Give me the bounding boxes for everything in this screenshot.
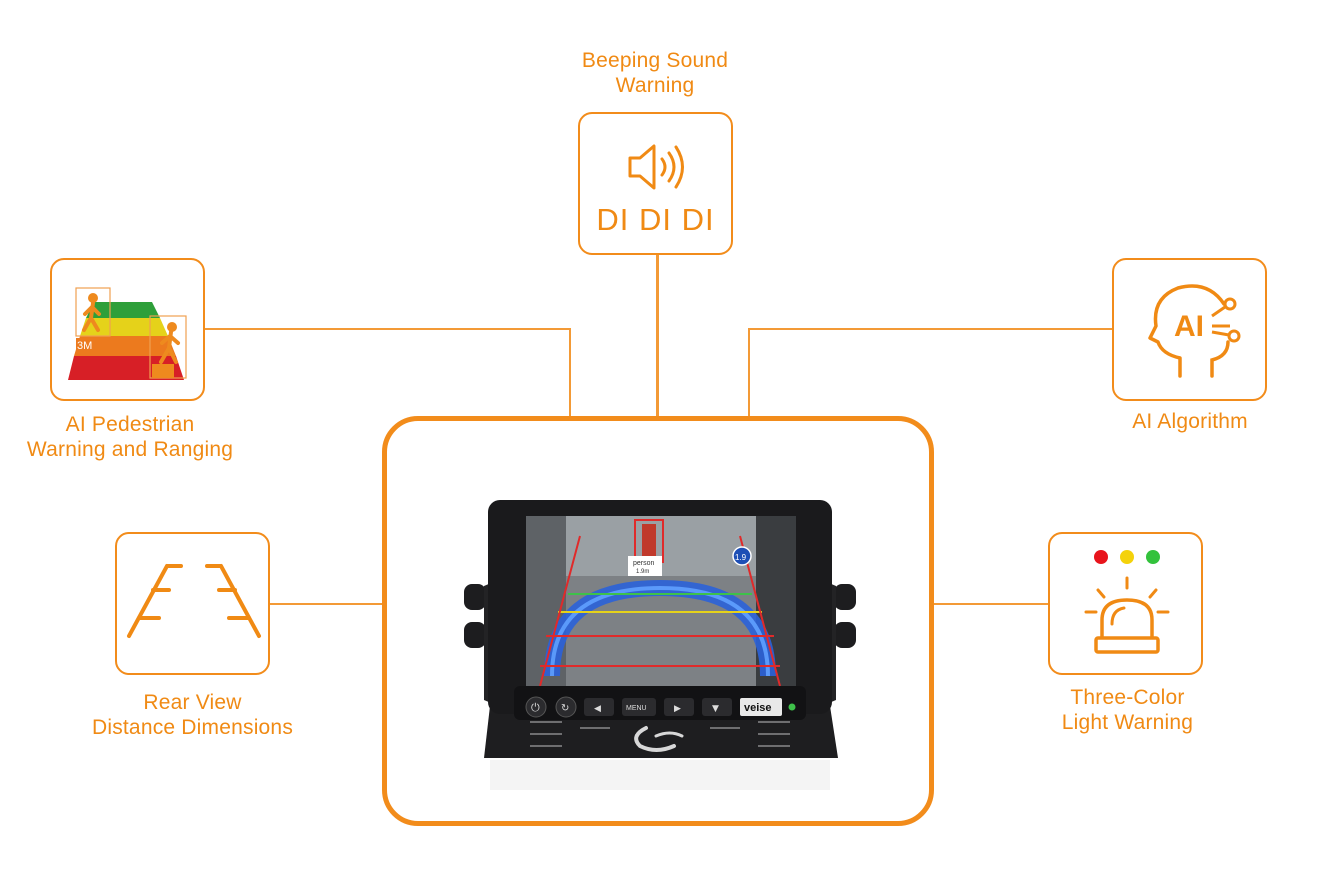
power-icon: ⏻ <box>531 701 540 714</box>
camera-switch-icon: ↻ <box>561 703 569 714</box>
beeping-label: Beeping Sound Warning <box>581 49 729 97</box>
red-light-dot <box>1094 550 1108 564</box>
three-color-label: Three-Color Light Warning <box>1061 686 1194 734</box>
pedestrian-ranging-icon: 3M <box>68 287 187 380</box>
connector-three-color <box>932 603 1048 605</box>
status-led <box>788 703 796 711</box>
algorithm-label: AI Algorithm <box>1132 410 1248 433</box>
rear-view-label: Rear View Distance Dimensions <box>91 691 294 739</box>
svg-text:AI: AI <box>1174 310 1204 343</box>
beacon-light-icon <box>1084 576 1170 654</box>
screen-person-label: person <box>633 560 655 567</box>
algorithm-card: AI <box>1112 258 1267 401</box>
right-arrow-icon: ▶ <box>674 704 681 714</box>
connector-rear-view <box>268 603 384 605</box>
monitor-device: person 1.9m 1.9 ⏻ ↻ ◀ MENU ▶ ▼ veise <box>464 500 856 790</box>
menu-button[interactable] <box>622 698 656 716</box>
yellow-light-dot <box>1120 550 1134 564</box>
down-arrow-icon: ▼ <box>712 704 719 714</box>
camera-switch-button[interactable] <box>555 696 577 718</box>
pedestrian-distance-text: 3M <box>77 340 92 352</box>
connector-algorithm-v <box>748 328 750 418</box>
power-button[interactable] <box>525 696 547 718</box>
green-light-dot <box>1146 550 1160 564</box>
connector-pedestrian-v <box>569 328 571 418</box>
beeping-card: DI DI DI <box>578 112 733 255</box>
screen-distance-label: 1.9m <box>636 569 649 575</box>
pedestrian-label: AI Pedestrian Warning and Ranging <box>26 413 234 461</box>
speaker-icon <box>628 144 684 190</box>
menu-button-label: MENU <box>626 705 647 712</box>
connector-beeping <box>656 255 659 418</box>
rear-view-card <box>115 532 270 675</box>
screen-distance-badge: 1.9 <box>735 553 747 562</box>
ai-head-icon: AI <box>1148 284 1241 378</box>
brand-logo-text: veise <box>744 702 772 714</box>
right-button[interactable] <box>664 698 694 716</box>
three-color-card <box>1048 532 1203 675</box>
pedestrian-card: 3M <box>50 258 205 401</box>
guide-lines-icon <box>127 564 261 638</box>
connector-pedestrian-h <box>205 328 571 330</box>
down-button[interactable] <box>702 698 732 716</box>
connector-algorithm-h <box>748 328 1112 330</box>
left-arrow-icon: ◀ <box>594 704 601 714</box>
left-button[interactable] <box>584 698 614 716</box>
di-di-di-text: DI DI DI <box>596 202 715 237</box>
